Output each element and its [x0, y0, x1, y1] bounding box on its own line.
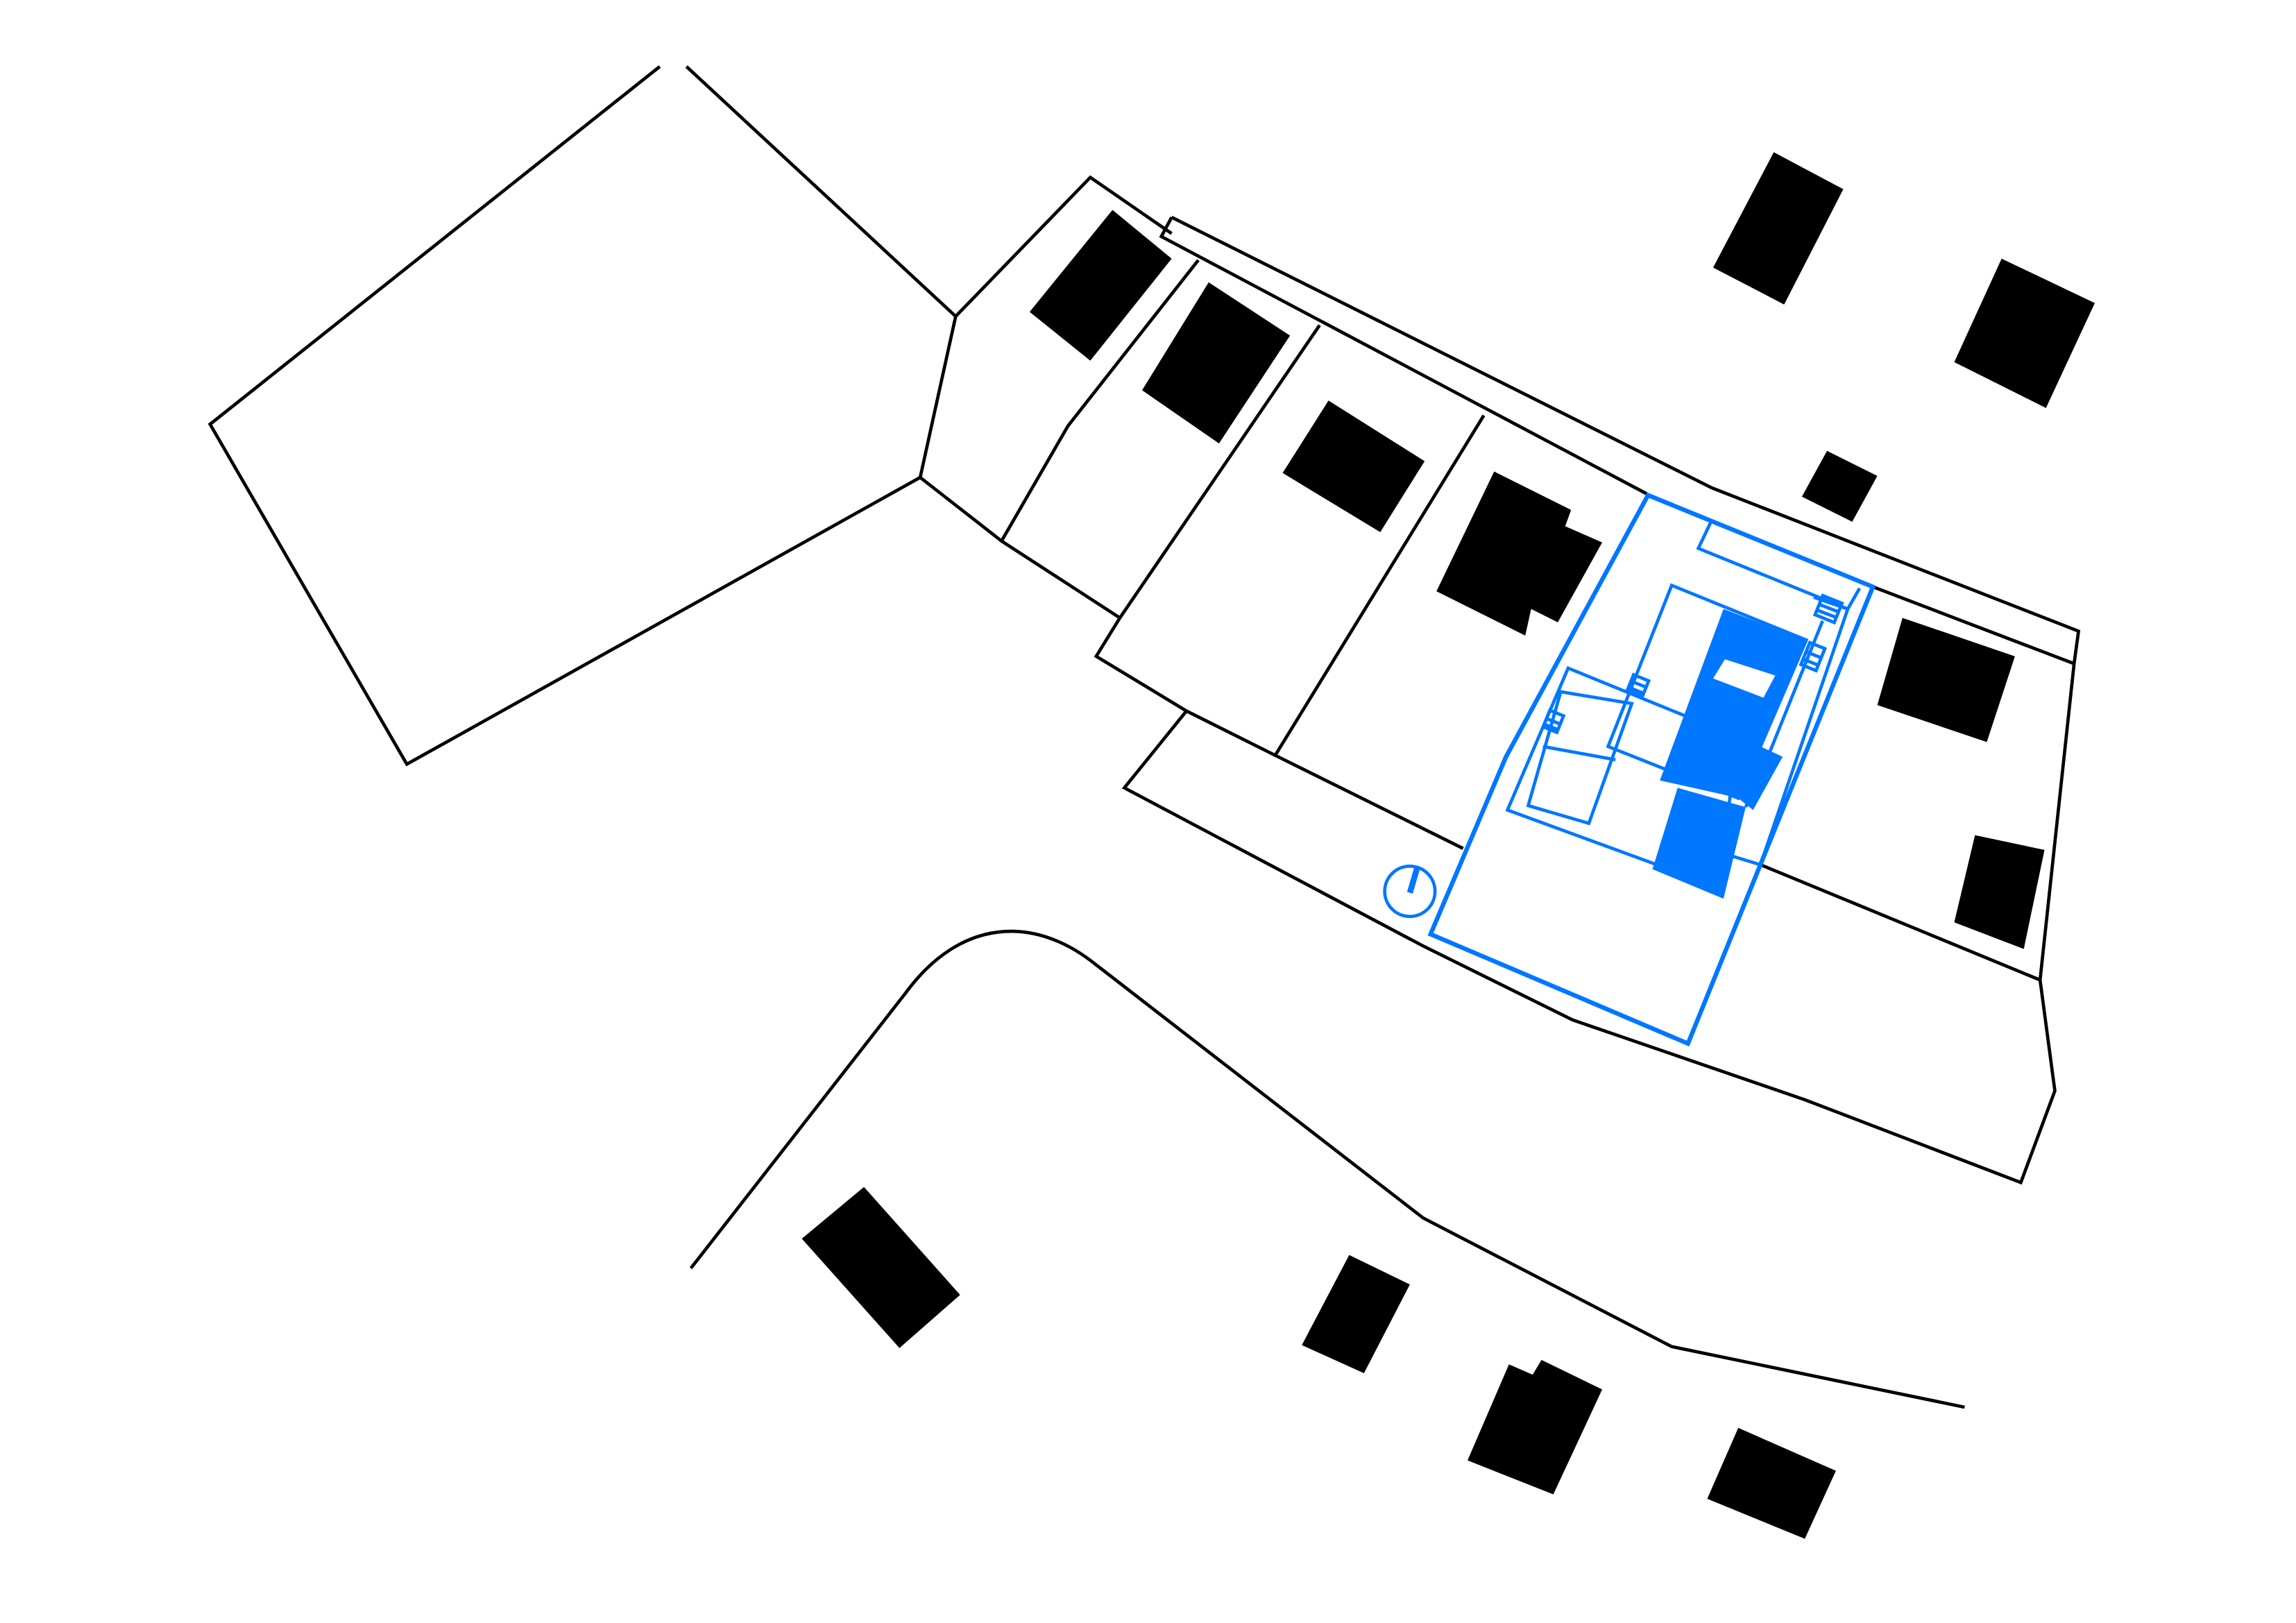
east-wing-outline [1726, 595, 1850, 867]
pool-divider [1542, 745, 1616, 762]
stair-center [1625, 672, 1651, 698]
building-s-1 [801, 1187, 960, 1348]
lower-roof-fill [1652, 788, 1746, 899]
building-ne-2 [1954, 258, 2095, 408]
parcel-lines [207, 65, 2081, 1409]
project-parcel-outline [1427, 492, 1876, 1047]
stair-east [1798, 640, 1828, 673]
north-arrow-icon [1383, 864, 1437, 919]
building-ne-3 [1801, 450, 1878, 522]
north-terrace-outline [1696, 519, 1862, 611]
building-nw-2 [1141, 282, 1291, 444]
building-nw-1 [1029, 210, 1172, 361]
parcel-1-south-edge [919, 476, 1121, 620]
west-parcel-boundary [207, 65, 958, 767]
stair-west [1540, 708, 1566, 735]
building-s-3 [1468, 1359, 1603, 1495]
stair-north [1812, 593, 1844, 625]
building-s-2 [1302, 1255, 1410, 1373]
parcel-divider-2 [1094, 324, 1321, 757]
parcel-1-boundary [954, 175, 1173, 318]
pool-outline [1526, 690, 1634, 826]
skylight-opening [1712, 659, 1776, 698]
neighbor-buildings [801, 152, 2095, 1539]
project-site [1383, 492, 1876, 1047]
main-roof-fill [1660, 609, 1805, 799]
parcel-divider-3 [1273, 414, 1486, 850]
east-parcel-boundary [1121, 663, 2076, 1185]
strip-road-south [1159, 216, 1648, 495]
strip-road-south-east [1872, 585, 2075, 665]
building-e-2 [1954, 835, 2045, 949]
strip-road-north [1171, 216, 2081, 664]
building-s-4 [1707, 1427, 1836, 1539]
building-ne-1 [1712, 152, 1844, 305]
building-nw-4 [1436, 471, 1603, 636]
building-e-1 [1877, 618, 2015, 742]
parcel-divider-1 [1000, 259, 1200, 542]
building-nw-3 [1282, 400, 1425, 532]
parcel-divider-east [1760, 863, 2041, 982]
street-curve [689, 929, 1965, 1409]
east-roof-fill [1738, 746, 1783, 810]
